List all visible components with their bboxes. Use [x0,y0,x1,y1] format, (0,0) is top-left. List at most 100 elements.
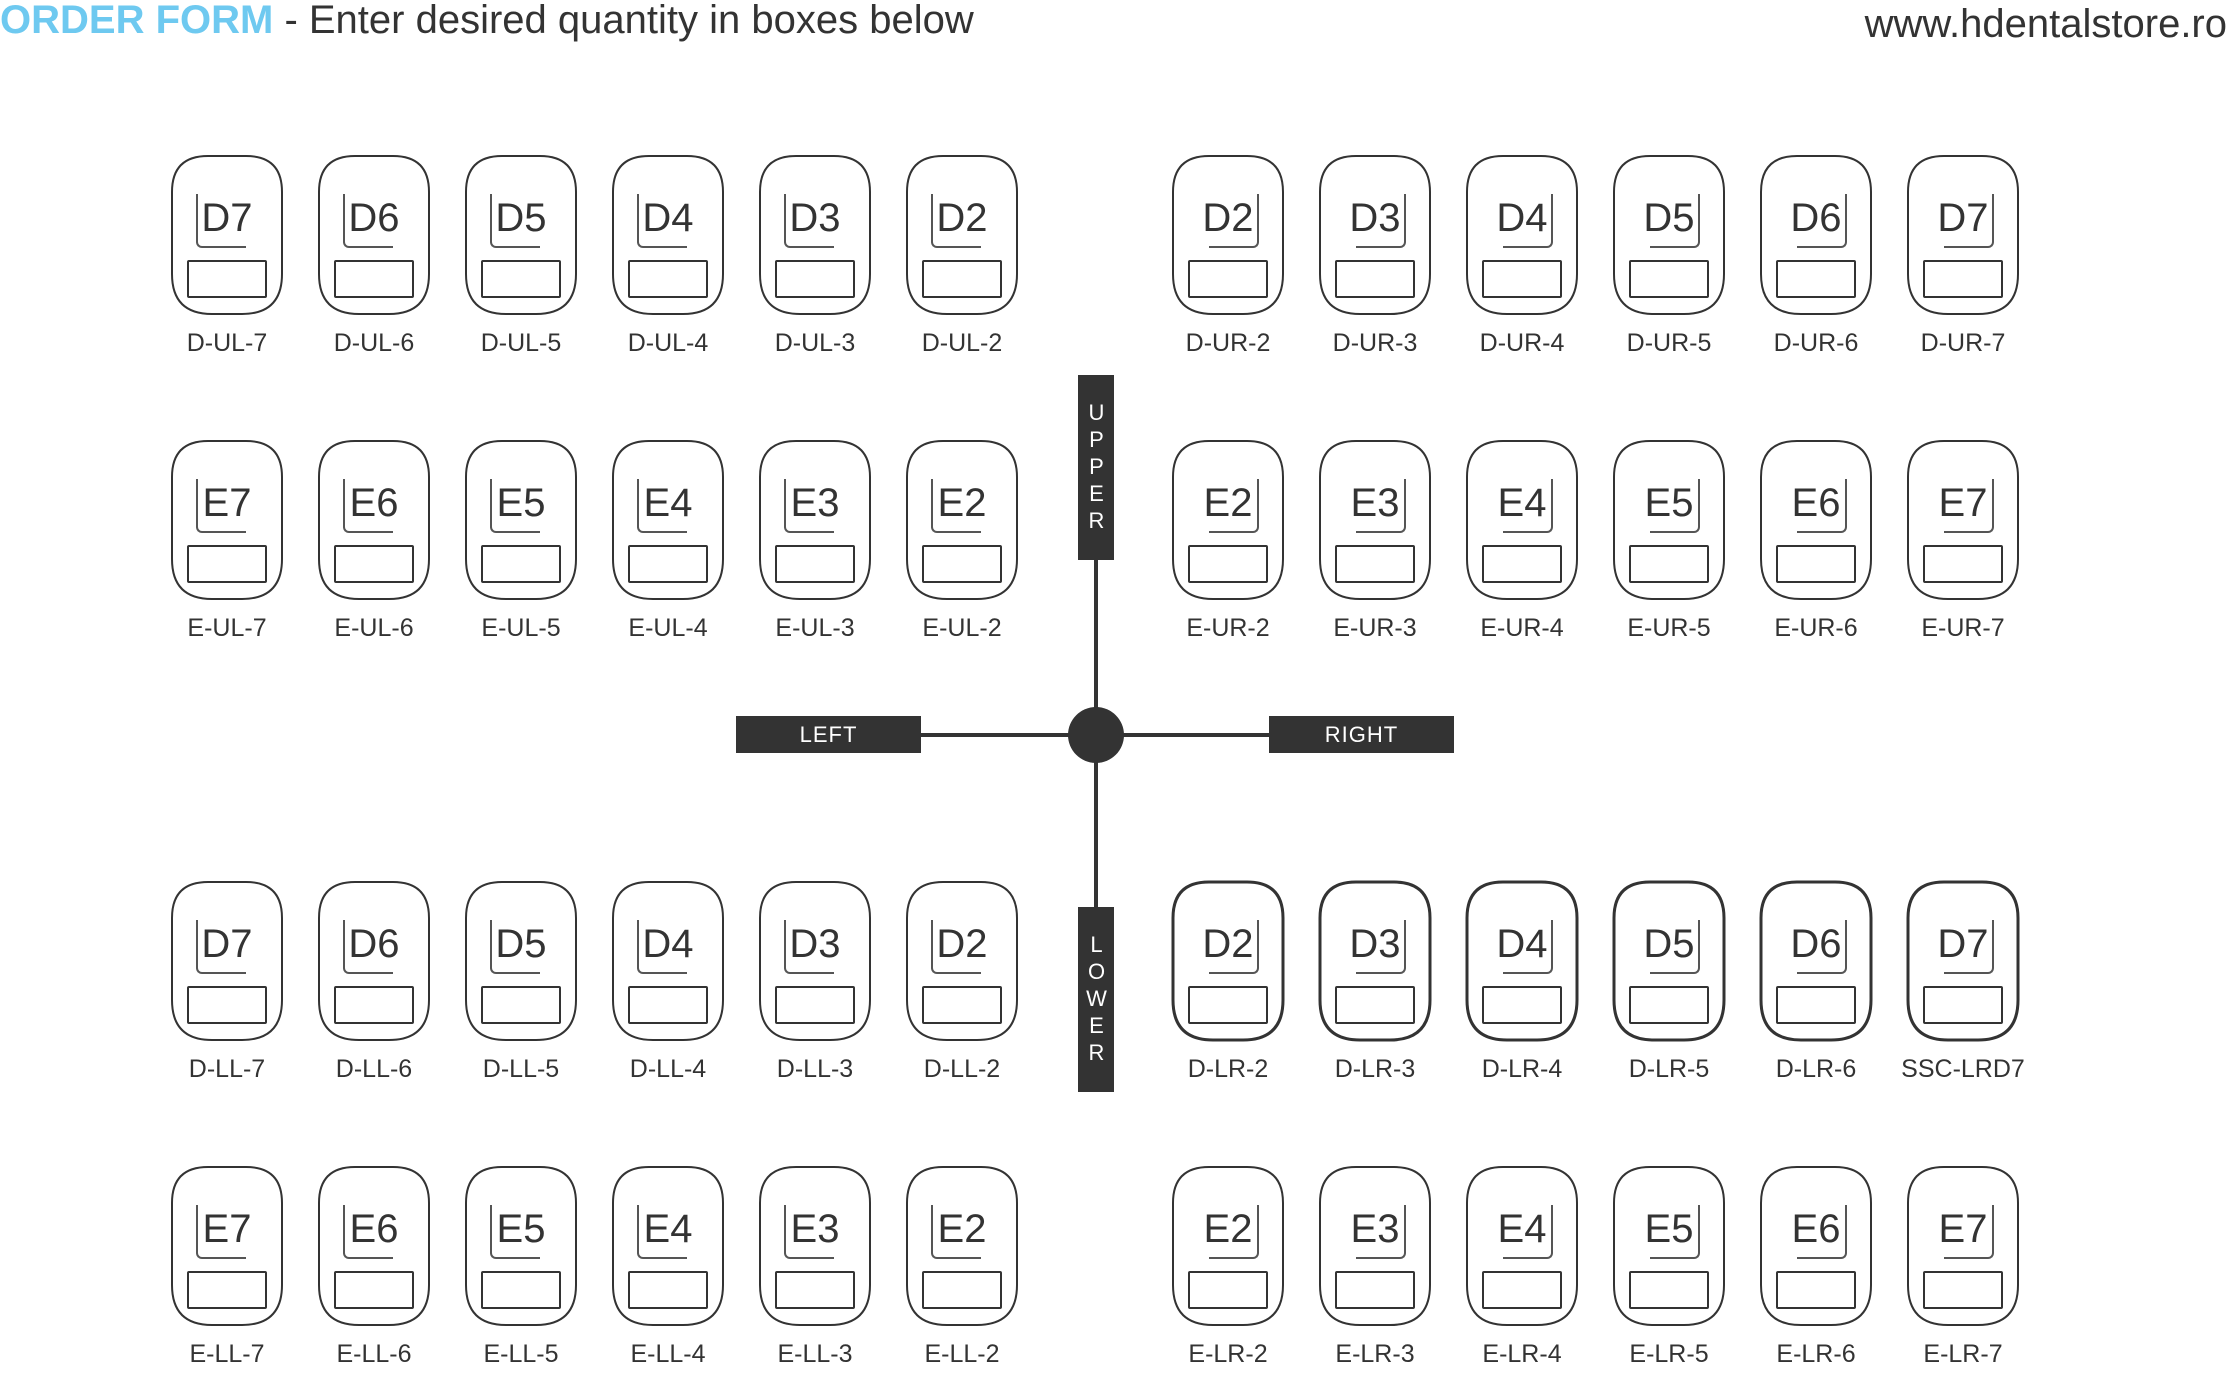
quantity-input[interactable] [1923,1271,2003,1309]
crown-size-label: E2 [937,1207,987,1251]
product-code: D-UR-3 [1332,329,1418,357]
crown-size-label: E7 [202,481,252,525]
quantity-input[interactable] [1776,545,1856,583]
quantity-input[interactable] [1629,1271,1709,1309]
quantity-input[interactable] [1923,260,2003,298]
crown-size-label: E3 [790,1207,840,1251]
quantity-input[interactable] [1482,545,1562,583]
product-code: E-UR-4 [1480,614,1564,642]
product-code: D-LR-6 [1775,1055,1857,1083]
quantity-input[interactable] [334,260,414,298]
size-bracket-icon [1944,1205,1994,1259]
crown-size-label: D7 [201,196,253,240]
quantity-input[interactable] [922,986,1002,1024]
quantity-input[interactable] [334,986,414,1024]
quantity-input[interactable] [1923,545,2003,583]
quantity-input[interactable] [1776,986,1856,1024]
quantity-input[interactable] [775,545,855,583]
quantity-input[interactable] [628,260,708,298]
quantity-input[interactable] [481,1271,561,1309]
quantity-input[interactable] [1629,545,1709,583]
quantity-input[interactable] [481,545,561,583]
product-code: D-UL-4 [627,329,709,357]
crown-size-label: E5 [496,481,546,525]
size-bracket-icon [490,920,540,974]
size-bracket-icon [784,479,834,533]
product-code: D-LL-6 [335,1055,413,1083]
quantity-input[interactable] [187,260,267,298]
quantity-input[interactable] [1335,545,1415,583]
quantity-input[interactable] [922,545,1002,583]
crown-size-label: E2 [937,481,987,525]
product-code: E-LL-3 [777,1340,853,1368]
quantity-input[interactable] [775,1271,855,1309]
quantity-input[interactable] [922,1271,1002,1309]
product-code: E-UL-2 [922,614,1002,642]
quantity-input[interactable] [922,260,1002,298]
quantity-input[interactable] [1629,260,1709,298]
quantity-input[interactable] [1335,260,1415,298]
quantity-input[interactable] [775,986,855,1024]
quantity-input[interactable] [334,1271,414,1309]
size-bracket-icon [343,479,393,533]
quantity-input[interactable] [1629,986,1709,1024]
quantity-input[interactable] [775,260,855,298]
product-code: D-UR-5 [1626,329,1712,357]
quantity-input[interactable] [1188,545,1268,583]
size-bracket-icon [931,194,981,248]
quantity-input[interactable] [1923,986,2003,1024]
crown-size-label: E3 [790,481,840,525]
size-bracket-icon [343,1205,393,1259]
product-code: D-UR-4 [1479,329,1565,357]
quantity-input[interactable] [187,986,267,1024]
quantity-input[interactable] [481,986,561,1024]
quantity-input[interactable] [481,260,561,298]
quantity-input[interactable] [628,986,708,1024]
size-bracket-icon [784,920,834,974]
quantity-input[interactable] [1335,1271,1415,1309]
crown-size-label: D4 [642,196,694,240]
lower-label: LOWER [1084,932,1109,1067]
size-bracket-icon [1797,1205,1847,1259]
quantity-input[interactable] [1482,986,1562,1024]
size-bracket-icon [637,1205,687,1259]
crown-size-label: E4 [1497,481,1547,525]
quantity-input[interactable] [628,545,708,583]
size-bracket-icon [1503,920,1553,974]
quantity-input[interactable] [1482,1271,1562,1309]
crown-size-label: D5 [495,196,547,240]
product-code: SSC-LRD7 [1901,1055,2025,1083]
upper-label: UPPER [1084,400,1109,535]
crown-size-label: D3 [789,922,841,966]
quantity-input[interactable] [1776,1271,1856,1309]
crown-size-label: D3 [1349,922,1401,966]
quantity-input[interactable] [628,1271,708,1309]
quantity-input[interactable] [334,545,414,583]
quantity-input[interactable] [1188,1271,1268,1309]
crown-size-label: D3 [1349,196,1401,240]
quantity-input[interactable] [187,1271,267,1309]
product-code: E-UR-7 [1921,614,2005,642]
crown-size-label: D3 [789,196,841,240]
size-bracket-icon [1356,920,1406,974]
product-code: D-LL-2 [923,1055,1001,1083]
store-url[interactable]: www.hdentalstore.ro [1864,2,2227,46]
quantity-input[interactable] [1188,986,1268,1024]
quantity-input[interactable] [1335,986,1415,1024]
quantity-input[interactable] [1482,260,1562,298]
size-bracket-icon [1797,920,1847,974]
quantity-input[interactable] [1776,260,1856,298]
product-code: E-UL-6 [334,614,414,642]
quantity-input[interactable] [1188,260,1268,298]
quantity-input[interactable] [187,545,267,583]
product-code: D-LR-2 [1187,1055,1269,1083]
product-code: D-UL-2 [921,329,1003,357]
product-code: D-UR-6 [1773,329,1859,357]
